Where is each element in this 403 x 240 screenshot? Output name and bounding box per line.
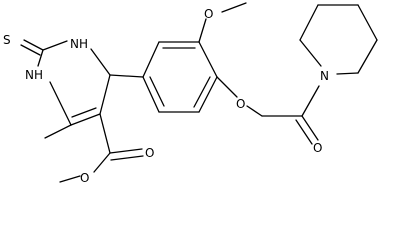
atom-labels: S NH NH O O O O O N xyxy=(3,7,329,185)
bond-ar4-ar5 xyxy=(198,76,218,113)
bond-c6-methyl xyxy=(44,124,72,139)
bond-c6-n1 xyxy=(49,81,72,126)
bond-n1-c2 xyxy=(37,49,44,67)
bond-pip-c4-c5 xyxy=(299,4,319,41)
atom-nh-n3: NH xyxy=(70,37,88,51)
bond-ar3-o-methoxy xyxy=(198,18,207,43)
bond-c2-n3 xyxy=(42,40,68,51)
atom-nh-n1: NH xyxy=(25,68,43,82)
bond-c2-s-double xyxy=(20,44,41,56)
bond-amide-c-o-double xyxy=(295,119,313,145)
bond-ester-carbonyl xyxy=(109,148,143,154)
bond-pip-c1-c2 xyxy=(357,39,378,74)
bond-methoxy-methyl xyxy=(221,2,247,13)
bond-ester-carbonyl-double xyxy=(110,155,144,161)
bond-c4-c5 xyxy=(99,74,111,115)
bond-c2-s xyxy=(23,39,44,51)
bond-ar3-ar4 xyxy=(198,41,218,78)
bond-pip-c2-c3 xyxy=(357,4,378,41)
bond-ester-methyl xyxy=(59,175,81,183)
atom-o-methoxy: O xyxy=(204,7,213,21)
atom-s: S xyxy=(3,33,11,47)
atom-o-ester: O xyxy=(80,171,89,185)
bond-c5-c6-double xyxy=(71,107,97,118)
atom-o-ether: O xyxy=(236,97,245,111)
bond-ar6-ar1 xyxy=(142,76,160,113)
atom-n-piperidine: N xyxy=(320,69,329,83)
bond-pip-n-c1 xyxy=(336,72,359,75)
bond-n3-c4 xyxy=(90,48,111,76)
bond-o-ch2 xyxy=(246,105,263,117)
bond-ar4-o-ether xyxy=(216,76,238,98)
bond-ar6-ar1-inner xyxy=(149,76,165,107)
bond-ester-o xyxy=(93,152,111,173)
atom-o-amide: O xyxy=(313,141,322,155)
bond-ar4-ar5-inner xyxy=(193,76,211,108)
bond-lines xyxy=(20,2,378,183)
bond-c4-aryl xyxy=(109,74,144,78)
atom-o-ester-carbonyl: O xyxy=(145,146,154,160)
bond-amide-c-n xyxy=(301,85,320,117)
bond-c5-ester xyxy=(99,113,111,154)
bond-c5-c6 xyxy=(70,113,101,126)
bond-amide-c-o xyxy=(301,115,319,141)
molecule-structure: S NH NH O O O O O N xyxy=(3,2,378,185)
bond-pip-c5-n xyxy=(299,39,322,67)
bond-ar1-ar2 xyxy=(142,41,160,78)
